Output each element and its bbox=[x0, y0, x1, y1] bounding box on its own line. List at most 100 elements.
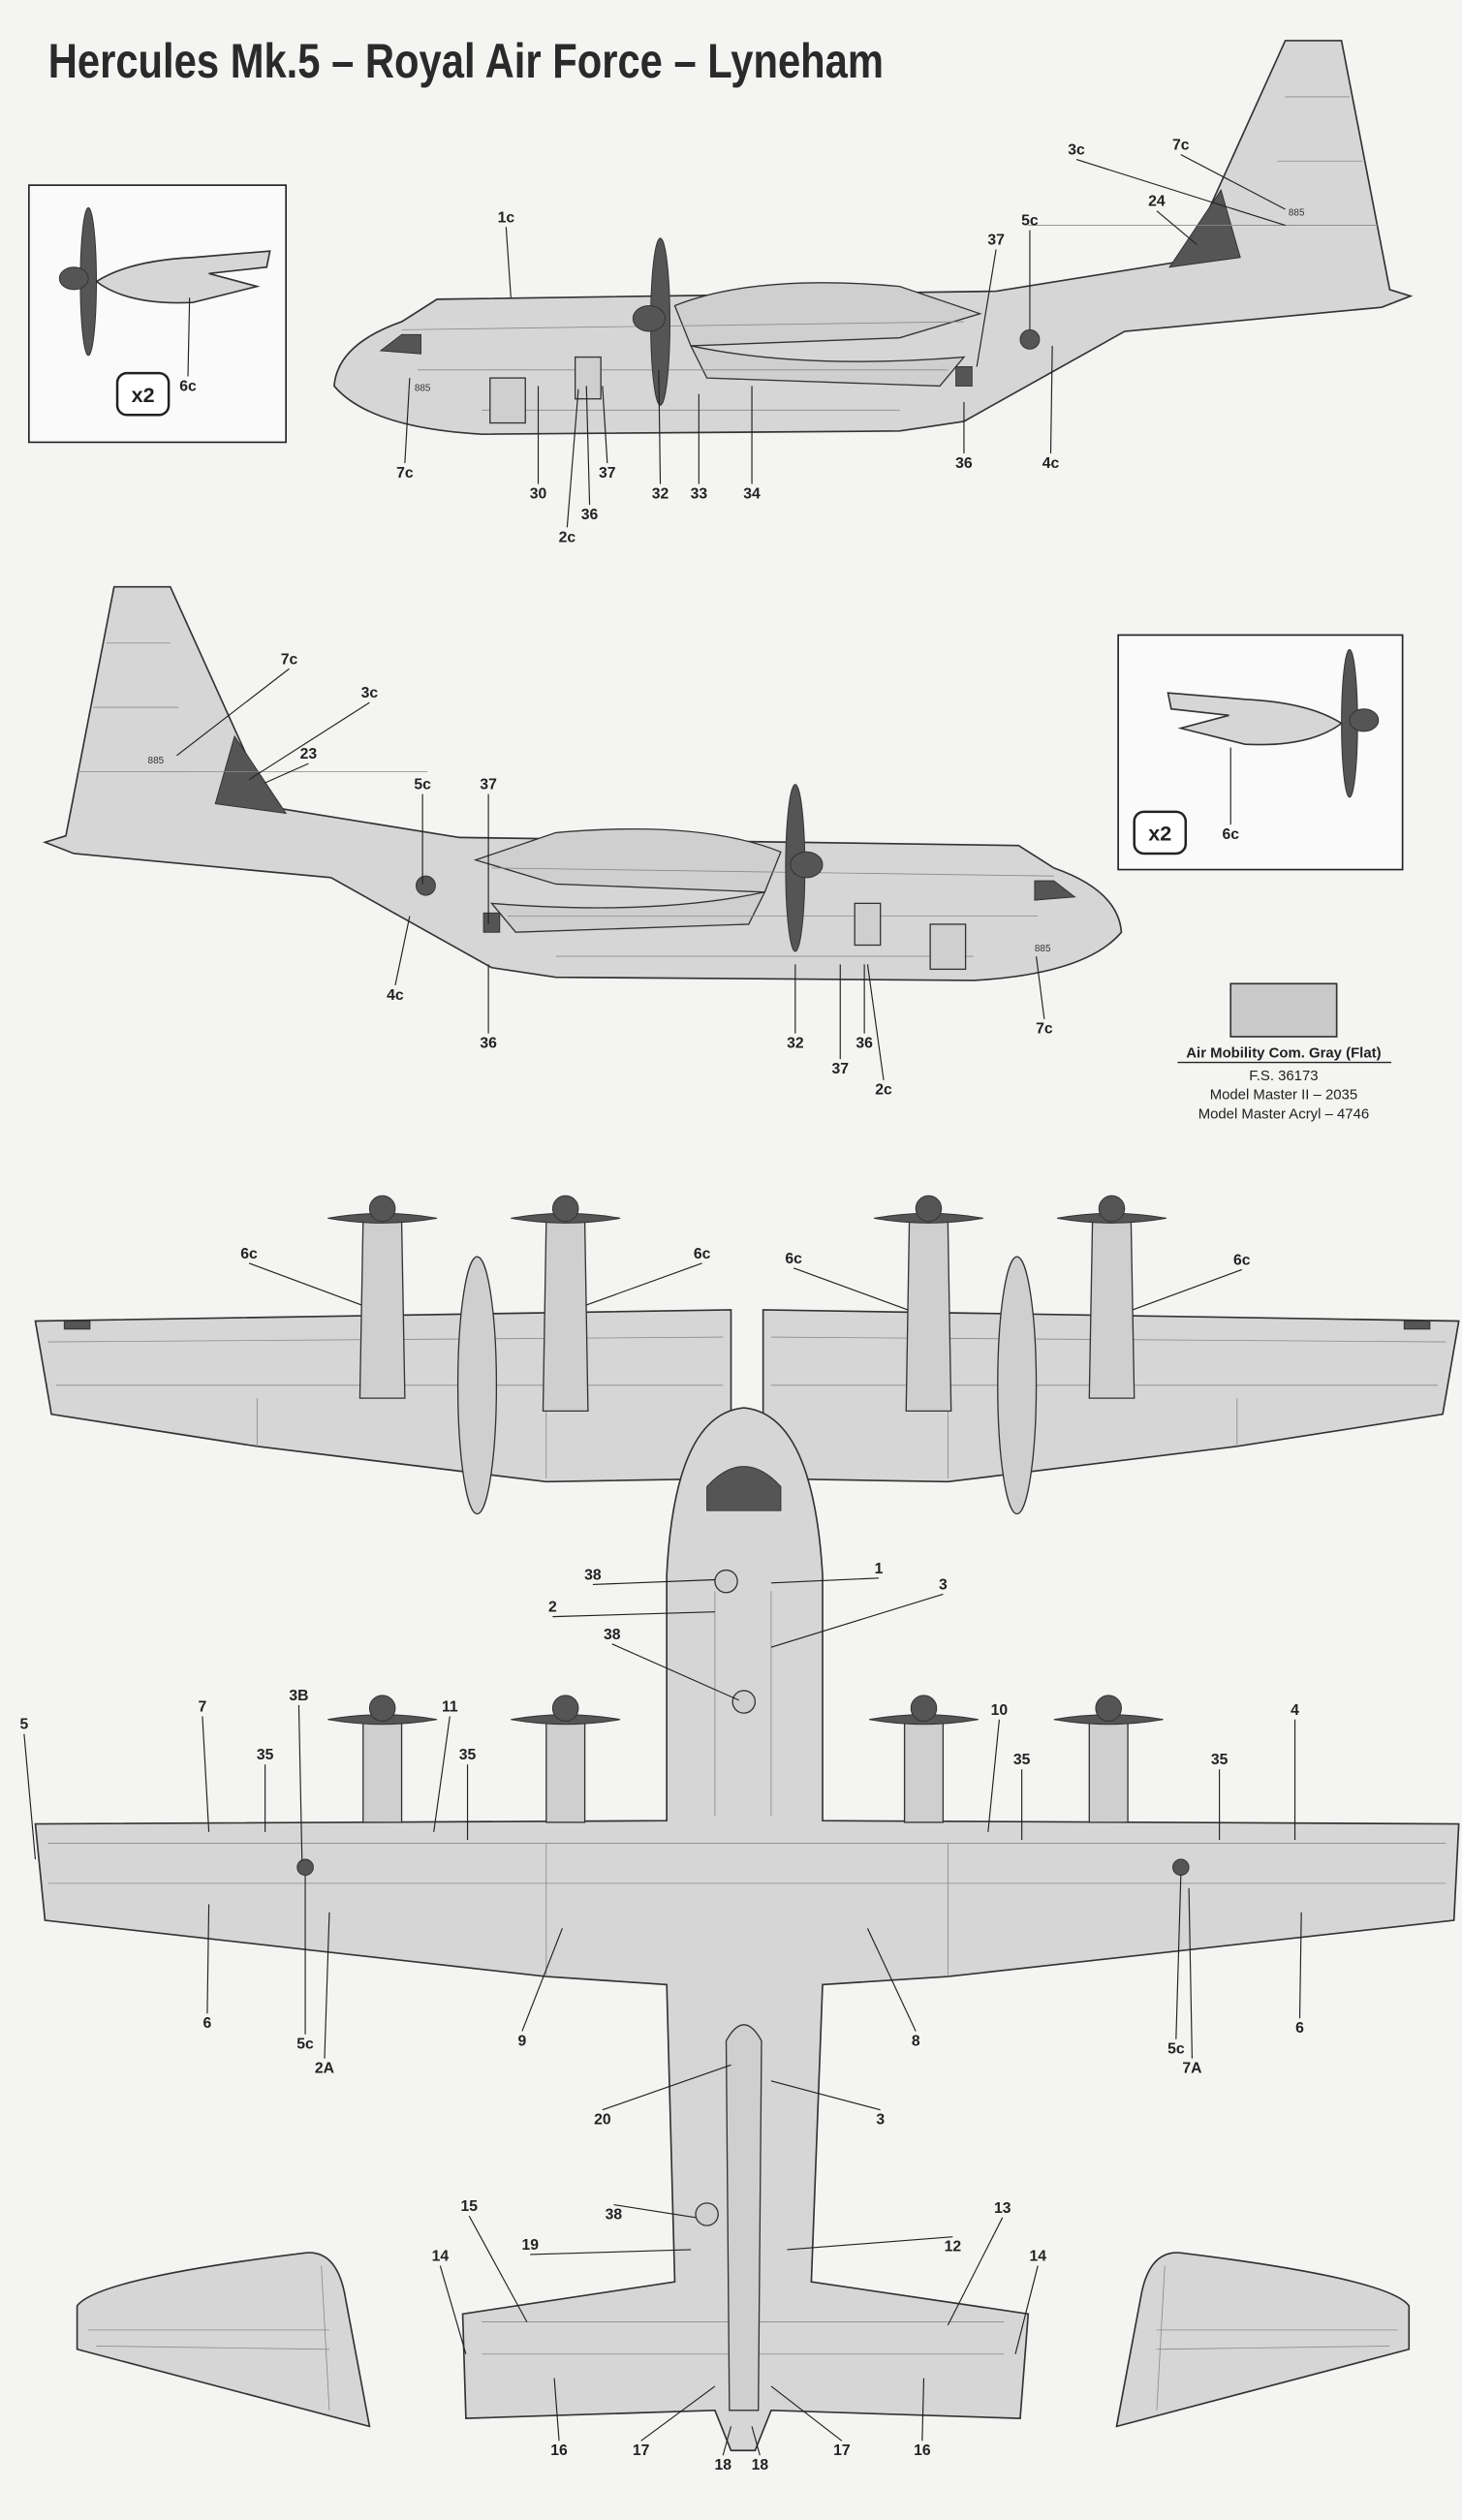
callout-bottom-view: 13 bbox=[994, 2200, 1011, 2217]
leader-line bbox=[947, 2217, 1004, 2326]
leader-line bbox=[23, 1733, 37, 1860]
callout-wings-top: 6c bbox=[785, 1251, 802, 1267]
bottom-view bbox=[34, 1407, 1460, 2452]
callout-wings-top: 6c bbox=[240, 1246, 258, 1262]
leader-line bbox=[264, 762, 309, 784]
stabilizer-end-right bbox=[1115, 2252, 1411, 2428]
callout-side-view-left: 2c bbox=[559, 529, 576, 545]
callout-bottom-view: 14 bbox=[432, 2249, 450, 2265]
leader-line bbox=[640, 2385, 716, 2442]
callout-bottom-view: 3 bbox=[939, 1576, 948, 1593]
leader-line bbox=[976, 249, 997, 367]
callout-bottom-view: 14 bbox=[1029, 2249, 1046, 2265]
leader-line bbox=[602, 386, 608, 464]
callout-bottom-view: 4 bbox=[1291, 1702, 1299, 1719]
callout-side-view-left: 30 bbox=[530, 485, 547, 502]
callout-bottom-view: 20 bbox=[594, 2112, 611, 2129]
callout-side-view-left: 36 bbox=[955, 455, 973, 472]
callout-side-view-left: 37 bbox=[987, 232, 1005, 248]
callout-bottom-view: 8 bbox=[912, 2033, 920, 2049]
page-title: Hercules Mk.5 – Royal Air Force – Lyneha… bbox=[48, 34, 884, 88]
multiplier-label: x2 bbox=[132, 383, 155, 407]
callout-side-view-left: 4c bbox=[1042, 455, 1060, 472]
leader-line bbox=[787, 2236, 953, 2251]
callout-bottom-view: 5c bbox=[296, 2037, 314, 2053]
leader-line bbox=[592, 1578, 715, 1586]
leader-line bbox=[1298, 1912, 1302, 2019]
leader-line bbox=[987, 1719, 1001, 1832]
callout-inset-right: 6c bbox=[1222, 826, 1239, 843]
leader-line bbox=[1188, 1887, 1193, 2059]
callout-bottom-view: 18 bbox=[752, 2457, 769, 2473]
callout-side-view-right: 36 bbox=[855, 1036, 873, 1052]
leader-line bbox=[394, 916, 411, 986]
leader-line bbox=[530, 2249, 692, 2256]
callout-side-view-right: 7c bbox=[1036, 1021, 1053, 1038]
leader-line bbox=[1075, 159, 1286, 227]
leader-line bbox=[1014, 2265, 1039, 2354]
leader-line bbox=[248, 701, 370, 781]
leader-line bbox=[324, 1912, 330, 2059]
leader-line bbox=[248, 1262, 362, 1306]
wing-top-left bbox=[34, 1195, 732, 1515]
callout-wings-top: 6c bbox=[694, 1246, 711, 1262]
callout-bottom-view: 38 bbox=[604, 1627, 621, 1643]
paint-fs-code: F.S. 36173 bbox=[1249, 1068, 1318, 1084]
callout-side-view-right: 2c bbox=[875, 1082, 892, 1099]
leader-line bbox=[176, 668, 290, 757]
leader-line bbox=[770, 2385, 843, 2442]
leader-line bbox=[770, 2080, 881, 2111]
serial-number: 885 bbox=[415, 383, 431, 393]
leader-line bbox=[585, 386, 591, 506]
callout-side-view-left: 24 bbox=[1148, 194, 1166, 210]
leader-line bbox=[404, 378, 411, 464]
callout-bottom-view: 10 bbox=[991, 1702, 1009, 1719]
paint-name: Air Mobility Com. Gray (Flat) bbox=[1186, 1045, 1381, 1062]
callout-bottom-view: 18 bbox=[714, 2457, 731, 2473]
paint-model-master-ii: Model Master II – 2035 bbox=[1210, 1087, 1357, 1104]
callout-side-view-left: 36 bbox=[581, 507, 599, 523]
callout-bottom-view: 3B bbox=[289, 1688, 308, 1704]
callout-bottom-view: 11 bbox=[442, 1698, 458, 1715]
callout-bottom-view: 5c bbox=[1167, 2041, 1185, 2058]
callout-bottom-view: 19 bbox=[521, 2237, 539, 2254]
leader-line bbox=[1049, 345, 1053, 454]
leader-line bbox=[722, 2426, 732, 2456]
callout-side-view-right: 5c bbox=[414, 777, 431, 793]
callout-side-view-right: 3c bbox=[361, 685, 379, 701]
leader-line bbox=[521, 1928, 563, 2032]
callout-side-view-right: 37 bbox=[480, 777, 497, 793]
callout-side-view-left: 1c bbox=[498, 209, 515, 226]
serial-number-tail: 885 bbox=[1289, 208, 1305, 219]
callout-bottom-view: 16 bbox=[550, 2442, 568, 2459]
callout-bottom-view: 2A bbox=[315, 2061, 334, 2077]
leader-line bbox=[613, 2203, 697, 2219]
callout-side-view-right: 37 bbox=[831, 1061, 849, 1077]
leader-line bbox=[658, 369, 662, 484]
callout-side-view-right: 23 bbox=[300, 746, 318, 762]
multiplier-badge bbox=[115, 371, 171, 417]
leader-line bbox=[566, 389, 579, 528]
leader-line bbox=[206, 1904, 210, 2014]
leader-line bbox=[553, 2378, 560, 2442]
callout-bottom-view: 5 bbox=[19, 1717, 28, 1733]
callout-side-view-left: 7c bbox=[396, 465, 414, 482]
callout-wings-top: 6c bbox=[1233, 1252, 1251, 1268]
callout-bottom-view: 3 bbox=[876, 2112, 885, 2129]
multiplier-badge bbox=[1133, 810, 1188, 856]
callout-side-view-right: 7c bbox=[281, 651, 298, 668]
leader-line bbox=[1156, 210, 1198, 245]
leader-line bbox=[770, 1577, 880, 1584]
leader-line bbox=[751, 2426, 761, 2456]
callout-bottom-view: 35 bbox=[459, 1747, 477, 1763]
leader-line bbox=[1175, 1875, 1182, 2039]
leader-line bbox=[1132, 1268, 1243, 1311]
leader-line bbox=[866, 964, 885, 1080]
stabilizer-end-left bbox=[76, 2252, 371, 2428]
callout-bottom-view: 15 bbox=[460, 2198, 478, 2215]
leader-line bbox=[866, 1928, 917, 2032]
callout-bottom-view: 17 bbox=[633, 2442, 650, 2459]
leader-line bbox=[1180, 154, 1286, 210]
